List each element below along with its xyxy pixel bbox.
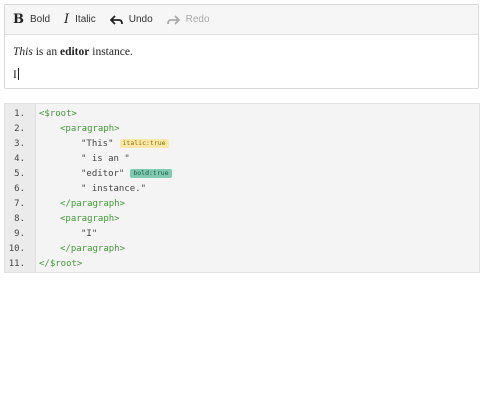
node-tag: <paragraph> bbox=[60, 214, 120, 224]
italic-label: Italic bbox=[75, 14, 96, 25]
toolbar: B Bold I Italic Undo Redo bbox=[5, 5, 478, 35]
tree-node: </paragraph> bbox=[60, 242, 125, 257]
text-caret bbox=[17, 68, 19, 80]
tree-node: "This" italic:true bbox=[81, 137, 169, 152]
line-number: 8. bbox=[14, 214, 25, 224]
tree-node: <paragraph> bbox=[60, 212, 120, 227]
node-text: " instance." bbox=[81, 184, 147, 194]
editor-paragraph-1[interactable]: This is an editor instance. bbox=[13, 43, 470, 61]
italic-text: This bbox=[13, 46, 33, 58]
tree-row: 9. "I" bbox=[5, 227, 479, 242]
node-tag: </paragraph> bbox=[60, 199, 126, 209]
node-tag: <paragraph> bbox=[60, 124, 120, 134]
plain-text: is an bbox=[32, 46, 60, 58]
tree-row: 2. <paragraph> bbox=[5, 122, 479, 137]
bold-icon: B bbox=[13, 12, 24, 27]
bold-button[interactable]: B Bold bbox=[13, 12, 50, 27]
tree-row: 4. " is an " bbox=[5, 152, 479, 167]
tree-row: 10. </paragraph> bbox=[5, 242, 479, 257]
bold-text: editor bbox=[59, 46, 90, 58]
format-badge: italic:true bbox=[119, 139, 169, 148]
redo-button[interactable]: Redo bbox=[166, 14, 210, 25]
line-number: 1. bbox=[14, 109, 25, 119]
line-number: 9. bbox=[14, 229, 25, 239]
tree-node: <$root> bbox=[39, 107, 77, 122]
plain-text: instance. bbox=[89, 46, 133, 58]
italic-icon: I bbox=[64, 12, 70, 27]
tree-row: 11. </$root> bbox=[5, 257, 479, 272]
editor-paragraph-2[interactable]: I bbox=[13, 66, 470, 84]
line-number: 2. bbox=[14, 124, 25, 134]
undo-button[interactable]: Undo bbox=[109, 14, 153, 25]
editor-panel: B Bold I Italic Undo Redo This is an edi… bbox=[4, 4, 479, 89]
redo-icon bbox=[166, 14, 180, 25]
redo-label: Redo bbox=[185, 14, 210, 25]
tree-row: 7. </paragraph> bbox=[5, 197, 479, 212]
bold-label: Bold bbox=[30, 14, 51, 25]
italic-button[interactable]: I Italic bbox=[64, 12, 96, 27]
tree-row: 1. <$root> bbox=[5, 107, 479, 122]
line-number: 11. bbox=[8, 259, 25, 269]
tree-row: 5. "editor" bold:true bbox=[5, 167, 479, 182]
undo-icon bbox=[109, 14, 123, 25]
tree-node: "editor" bold:true bbox=[81, 167, 172, 182]
tree-row: 6. " instance." bbox=[5, 182, 479, 197]
undo-label: Undo bbox=[128, 14, 153, 25]
node-tag: <$root> bbox=[39, 109, 77, 119]
node-text: "This" bbox=[81, 139, 114, 149]
node-text: "editor" bbox=[81, 169, 125, 179]
line-number: 10. bbox=[8, 244, 25, 254]
plain-text: I bbox=[13, 69, 17, 81]
tree-node: " is an " bbox=[81, 152, 130, 167]
node-text: " is an " bbox=[81, 154, 130, 164]
node-tag: </$root> bbox=[39, 259, 83, 269]
line-number: 7. bbox=[14, 199, 25, 209]
line-number: 3. bbox=[14, 139, 25, 149]
tree-node: </paragraph> bbox=[60, 197, 125, 212]
editor-content[interactable]: This is an editor instance. I bbox=[5, 35, 478, 84]
tree-node: "I" bbox=[81, 227, 97, 242]
tree-row: 8. <paragraph> bbox=[5, 212, 479, 227]
tree-node: <paragraph> bbox=[60, 122, 120, 137]
node-tag: </paragraph> bbox=[60, 244, 126, 254]
tree-node: </$root> bbox=[39, 257, 82, 272]
tree-node: " instance." bbox=[81, 182, 146, 197]
tree-row: 3. "This" italic:true bbox=[5, 137, 479, 152]
format-badge: bold:true bbox=[130, 169, 172, 178]
line-number: 6. bbox=[14, 184, 25, 194]
line-number: 5. bbox=[14, 169, 25, 179]
line-number: 4. bbox=[14, 154, 25, 164]
tree-view: 1. <$root> 2. <paragraph> 3. "This" italic:tru… bbox=[4, 103, 480, 273]
line-number-gutter bbox=[5, 104, 36, 272]
node-text: "I" bbox=[81, 229, 98, 239]
